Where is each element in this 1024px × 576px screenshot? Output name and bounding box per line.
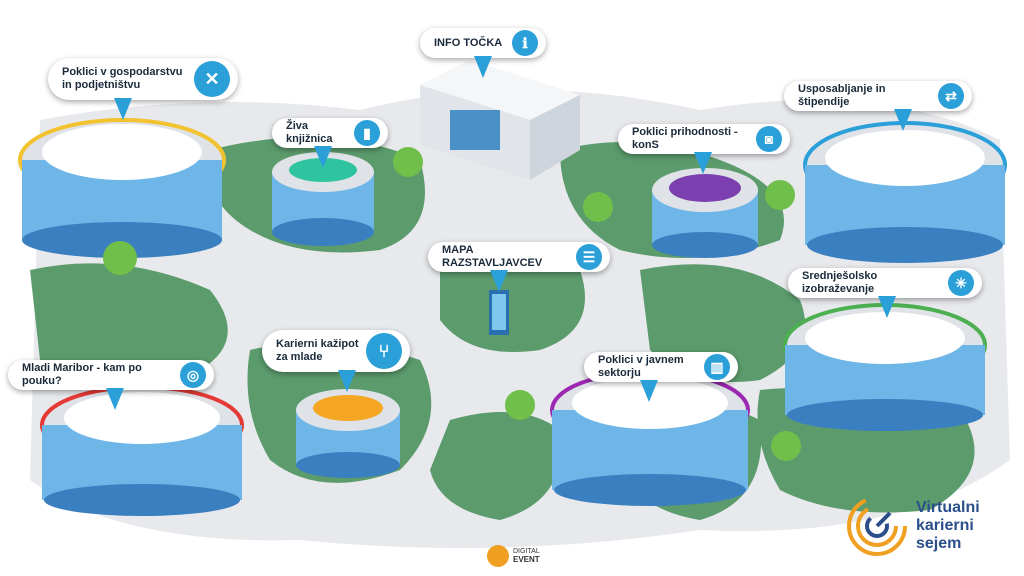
pavilion-srednjesolsko[interactable] <box>783 303 987 431</box>
hotspot-javni[interactable]: Poklici v javnem sektorju ▥ <box>584 352 738 382</box>
hotspot-gospodarstvo[interactable]: Poklici v gospodarstvu in podjetništvu ✕ <box>48 58 238 100</box>
hotspot-knjiznica[interactable]: Živa knjižnica ▮ <box>272 118 388 148</box>
hotspot-usposabljanje-label: Usposabljanje in štipendije <box>798 83 886 108</box>
hotspot-info-tocka[interactable]: INFO TOČKA ℹ <box>420 28 546 58</box>
hotspot-mapa-razstavljavcev[interactable]: MAPA RAZSTAVLJAVCEV ☰ <box>428 242 610 272</box>
hotspot-gospodarstvo-label: Poklici v gospodarstvu in podjetništvu <box>62 66 183 91</box>
info-icon: ℹ <box>512 30 538 56</box>
hotspot-srednjesolsko-label: Srednješolsko izobraževanje <box>802 270 878 295</box>
hotspot-knjiznica-label: Živa knjižnica <box>286 120 333 145</box>
hotspot-srednjesolsko[interactable]: Srednješolsko izobraževanje ✳ <box>788 268 982 298</box>
brand-line-2: karierni <box>916 517 974 534</box>
hotspot-mapa-label: MAPA RAZSTAVLJAVCEV <box>442 244 543 269</box>
kiosk-knjiznica[interactable] <box>272 152 374 246</box>
trees <box>103 147 801 461</box>
brand-spiral-icon <box>847 496 907 556</box>
pavilion-usposabljanje[interactable] <box>803 121 1007 263</box>
hotspot-mladi[interactable]: Mladi Maribor - kam po pouku? ◎ <box>8 360 214 390</box>
brand-logo-virtualni-karierni-sejem: Virtualni karierni sejem <box>846 494 1006 558</box>
digital-event-icon <box>487 545 509 567</box>
hotspot-javni-label: Poklici v javnem sektorju <box>598 354 684 379</box>
hotspot-prihodnost-label: Poklici prihodnosti - konS <box>632 126 738 151</box>
hotspot-usposabljanje[interactable]: Usposabljanje in štipendije ⇄ <box>784 81 972 111</box>
pavilion-javni[interactable] <box>550 370 750 506</box>
books-icon: ▥ <box>704 354 730 380</box>
brand-line-3: sejem <box>916 535 962 552</box>
hotspot-kazipot[interactable]: Karierni kažipot za mlade ⑂ <box>262 330 410 372</box>
handshake-icon: ⇄ <box>938 83 964 109</box>
signpost-icon: ⑂ <box>366 333 402 369</box>
pavilion-mladi[interactable] <box>40 385 244 516</box>
hotspot-kazipot-label: Karierni kažipot za mlade <box>276 338 359 363</box>
hotspot-mladi-label: Mladi Maribor - kam po pouku? <box>22 362 142 387</box>
exhibitor-map-screen[interactable] <box>489 290 509 335</box>
tools-icon: ✕ <box>194 61 230 97</box>
info-building[interactable] <box>420 60 580 180</box>
target-icon: ◎ <box>180 362 206 388</box>
brand-line-1: Virtualni <box>916 499 980 516</box>
pavilion-gospodarstvo[interactable] <box>18 118 226 258</box>
book-icon: ▮ <box>354 120 380 146</box>
kiosk-kazipot[interactable] <box>296 389 400 478</box>
network-icon: ✳ <box>948 270 974 296</box>
hotspot-info-label: INFO TOČKA <box>434 36 503 49</box>
organizer-line-1: DIGITAL <box>513 547 540 555</box>
organizer-line-2: EVENT <box>513 554 540 564</box>
hotspot-prihodnost[interactable]: Poklici prihodnosti - konS ◙ <box>618 124 790 154</box>
list-icon: ☰ <box>576 244 602 270</box>
kiosk-prihodnost[interactable] <box>652 168 758 258</box>
vr-headset-icon: ◙ <box>756 126 782 152</box>
